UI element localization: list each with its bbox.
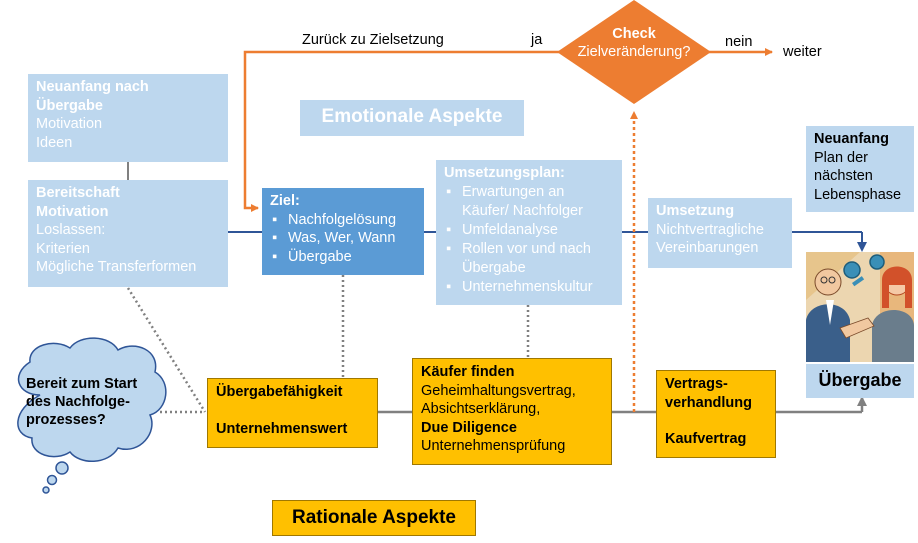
check-title: Check xyxy=(612,26,656,42)
rational-aspects-label: Rationale Aspekte xyxy=(272,500,476,536)
box-neuanfang-nach-uebergabe: Neuanfang nach Übergabe Motivation Ideen xyxy=(28,74,228,162)
emotional-aspects-label: Emotionale Aspekte xyxy=(300,100,524,136)
ziel-item: Nachfolgelösung xyxy=(270,211,416,230)
uebergabefaehigkeit-line-2: Unternehmenswert xyxy=(216,420,348,437)
ziel-title: Ziel: xyxy=(270,193,300,209)
ziel-item: Was, Wer, Wann xyxy=(270,229,416,248)
no-label: nein xyxy=(725,34,753,50)
rational-aspects-text: Rationale Aspekte xyxy=(291,507,456,528)
box-umsetzung: Umsetzung Nichtvertragliche Vereinbarung… xyxy=(648,198,792,268)
check-question: Zielveränderung? xyxy=(577,44,691,60)
box-neuanfang-plan: Neuanfang Plan der nächsten Lebensphase xyxy=(806,126,914,212)
kaeufer-title-2: Due Diligence xyxy=(421,419,517,436)
box-kaeufer-finden: Käufer finden Geheimhaltungsvertrag, Abs… xyxy=(412,358,612,465)
kaeufer-line-3: Unternehmensprüfung xyxy=(421,438,566,454)
vertrag-line-2: verhandlung xyxy=(665,394,753,411)
umsetzung-line-1: Nichtvertragliche xyxy=(656,221,764,238)
emotional-aspects-text: Emotionale Aspekte xyxy=(321,106,503,127)
neuanfang-plan-line-2: nächsten xyxy=(814,168,873,184)
cloud-question: Bereit zum Start des Nachfolge-prozesses… xyxy=(26,376,138,428)
check-text: Check Zielveränderung? xyxy=(557,25,711,61)
uebergabefaehigkeit-line-1: Übergabefähigkeit xyxy=(216,384,343,400)
handover-illustration xyxy=(806,252,914,362)
bereitschaft-line-2: Kriterien xyxy=(36,240,90,257)
umsetzungsplan-title: Umsetzungsplan: xyxy=(444,165,565,181)
umsetzung-title: Umsetzung xyxy=(656,203,735,219)
vertrag-line-1: Vertrags- xyxy=(665,376,728,392)
dotted-bereitschaft-start xyxy=(126,287,207,413)
neuanfang-line-1: Motivation xyxy=(36,116,103,132)
umsetzungsplan-list: Erwartungen an Käufer/ Nachfolger Umfeld… xyxy=(444,183,614,297)
neuanfang-line-2: Ideen xyxy=(36,134,73,151)
kaeufer-line-2: Absichtserklärung, xyxy=(421,401,541,417)
neuanfang-title: Neuanfang nach Übergabe xyxy=(36,79,149,114)
cloud-shape xyxy=(17,337,167,494)
box-uebergabe: Übergabe xyxy=(806,364,914,398)
ziel-item: Übergabe xyxy=(270,248,416,267)
uebergabe-text: Übergabe xyxy=(818,370,902,390)
umsetzungsplan-item: Erwartungen an Käufer/ Nachfolger xyxy=(444,183,614,221)
neuanfang-plan-line-1: Plan der xyxy=(814,149,869,166)
kaeufer-line-1: Geheimhaltungsvertrag, xyxy=(421,382,576,399)
box-umsetzungsplan: Umsetzungsplan: Erwartungen an Käufer/ N… xyxy=(436,160,622,305)
vertrag-line-3: Kaufvertrag xyxy=(665,431,747,447)
back-to-goal-label: Zurück zu Zielsetzung xyxy=(302,32,444,48)
neuanfang-plan-line-3: Lebensphase xyxy=(814,186,902,203)
bereitschaft-line-1: Loslassen: xyxy=(36,222,106,238)
umsetzungsplan-item: Unternehmenskultur xyxy=(444,278,614,297)
bereitschaft-line-3: Mögliche Transferformen xyxy=(36,259,197,275)
continue-label: weiter xyxy=(783,44,822,60)
yes-label: ja xyxy=(531,32,543,48)
umsetzungsplan-item: Rollen vor und nach Übergabe xyxy=(444,240,614,278)
bereitschaft-title: Bereitschaft Motivation xyxy=(36,185,120,220)
ziel-list: Nachfolgelösung Was, Wer, Wann Übergabe xyxy=(270,211,416,267)
box-vertragsverhandlung: Vertrags- verhandlung Kaufvertrag xyxy=(656,370,776,458)
umsetzungsplan-item: Umfeldanalyse xyxy=(444,221,614,240)
box-uebergabefaehigkeit: Übergabefähigkeit Unternehmenswert xyxy=(207,378,378,448)
kaeufer-title: Käufer finden xyxy=(421,364,515,380)
neuanfang-plan-title: Neuanfang xyxy=(814,131,889,147)
box-bereitschaft: Bereitschaft Motivation Loslassen: Krite… xyxy=(28,180,228,287)
feedback-loop-line xyxy=(243,50,560,212)
box-ziel: Ziel: Nachfolgelösung Was, Wer, Wann Übe… xyxy=(262,188,424,275)
check-diamond xyxy=(557,0,711,104)
umsetzung-line-2: Vereinbarungen xyxy=(656,240,759,256)
